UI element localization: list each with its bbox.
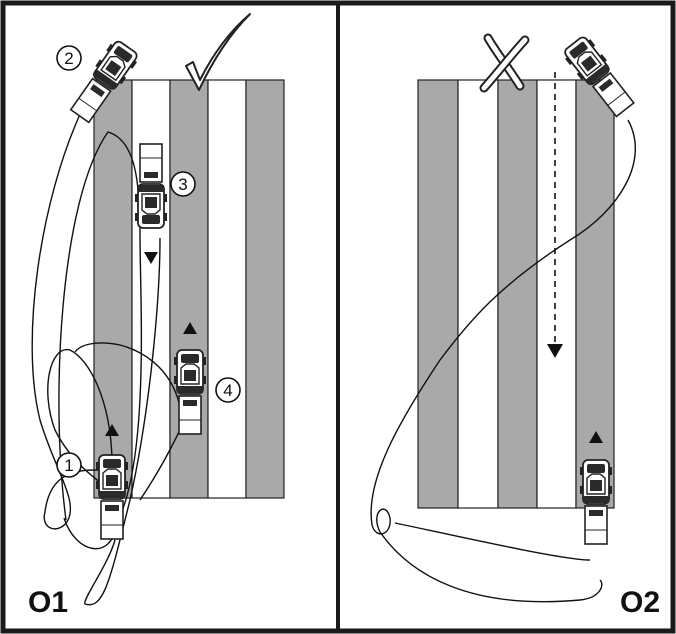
cross-mark-icon [479, 33, 530, 93]
vehicle-3 [134, 143, 168, 229]
panel-label-right: O2 [620, 586, 660, 619]
stripe-light [207, 79, 247, 499]
arrow-up-icon [589, 431, 603, 443]
right-crossing-stripes [417, 79, 615, 509]
checkmark-icon [185, 13, 251, 91]
step-number-3: 3 [170, 171, 196, 197]
arrow-down-icon [144, 252, 158, 264]
vehicle-1 [95, 454, 129, 540]
right-panel: O2 [370, 32, 660, 619]
step-number-2: 2 [56, 45, 82, 71]
vehicle-4 [173, 349, 207, 435]
svg-text:4: 4 [223, 381, 232, 400]
left-panel: 2 3 4 1 O1 [28, 13, 285, 619]
stripe-dark [417, 79, 459, 509]
step-number-4: 4 [215, 377, 241, 403]
stripe-dark [575, 79, 615, 509]
stripe-dark [497, 79, 538, 509]
svg-text:2: 2 [64, 49, 73, 68]
svg-text:1: 1 [64, 456, 73, 475]
path-line [394, 522, 591, 561]
stripe-light [457, 79, 499, 509]
vehicle-bottom [579, 459, 613, 545]
arrow-up-icon [105, 424, 119, 436]
left-crossing-stripes [93, 79, 285, 499]
svg-text:3: 3 [178, 175, 187, 194]
panel-label-left: O1 [28, 586, 68, 619]
step-number-1: 1 [56, 452, 82, 478]
path-line [370, 119, 637, 603]
stripe-dark [169, 79, 209, 499]
path-line [74, 342, 182, 501]
arrow-up-icon [183, 322, 197, 334]
stripe-dark [245, 79, 285, 499]
right-trajectory-lines [370, 119, 637, 603]
stripe-light [536, 79, 577, 509]
arrow-down-icon [547, 344, 563, 358]
path-line [31, 109, 99, 530]
stripe-light [131, 79, 171, 499]
